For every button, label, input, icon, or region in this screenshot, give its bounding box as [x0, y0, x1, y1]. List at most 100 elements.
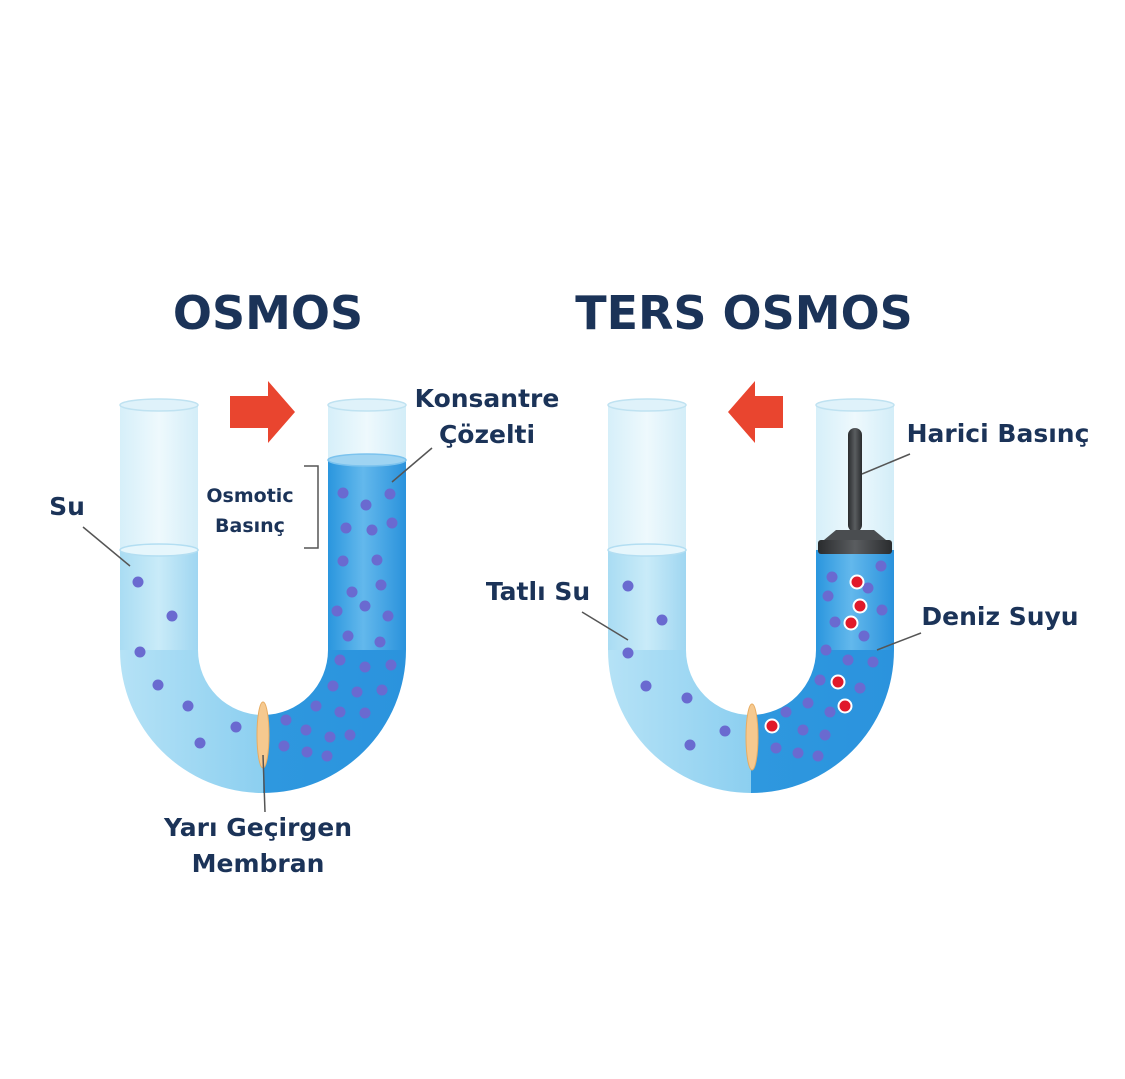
particle [344, 729, 356, 741]
membrane-label-line1: Yarı Geçirgen [163, 813, 352, 842]
left-arm-water [120, 550, 198, 650]
particle [622, 580, 634, 592]
arrow-right-icon [230, 381, 295, 443]
salt-particle [849, 574, 865, 590]
particle [719, 725, 731, 737]
harici-basinc-label: Harici Basınç [907, 419, 1090, 448]
cozelti-label: Çözelti [439, 420, 535, 449]
ters-osmos-title: TERS OSMOS [575, 286, 913, 340]
left-arm-water [608, 550, 686, 650]
particle [822, 590, 834, 602]
left-tube-rim [119, 398, 199, 412]
konsantre-leader [391, 447, 433, 483]
su-leader [82, 526, 131, 567]
particle [854, 682, 866, 694]
tatli-su-leader [581, 611, 629, 641]
salt-particle [764, 718, 780, 734]
particle [337, 555, 349, 567]
particle [366, 524, 378, 536]
left-water-surface [119, 543, 199, 557]
harici-leader [861, 453, 911, 475]
particle [824, 706, 836, 718]
particle [321, 750, 333, 762]
right-water-surface [327, 453, 407, 467]
particle [359, 707, 371, 719]
particle [374, 636, 386, 648]
salt-particle [852, 598, 868, 614]
su-label: Su [49, 492, 85, 521]
particle [334, 654, 346, 666]
particle [875, 560, 887, 572]
deniz-suyu-label: Deniz Suyu [921, 602, 1078, 631]
osmotic-pressure-bracket [304, 465, 319, 549]
particle [351, 686, 363, 698]
salt-particle [830, 674, 846, 690]
particle [876, 604, 888, 616]
piston-icon [818, 428, 892, 554]
particle [230, 721, 242, 733]
arrow-left-icon [728, 381, 783, 443]
reverse-osmosis-u-tube [607, 398, 895, 793]
particle [359, 661, 371, 673]
right-tube-rim [327, 398, 407, 412]
particle [166, 610, 178, 622]
particle [182, 700, 194, 712]
particle [385, 659, 397, 671]
particle [301, 746, 313, 758]
particle [382, 610, 394, 622]
particle [684, 739, 696, 751]
particle [802, 697, 814, 709]
osmosis-u-tube [119, 398, 407, 793]
membrane-label-line2: Membran [192, 849, 325, 878]
particle [331, 605, 343, 617]
particle [780, 706, 792, 718]
particle [371, 554, 383, 566]
left-tube-empty-top [608, 405, 686, 550]
particle [814, 674, 826, 686]
particle [334, 706, 346, 718]
konsantre-label: Konsantre [415, 384, 560, 413]
osmotic-label: Osmotic [206, 485, 293, 507]
basinc-label: Basınç [215, 515, 285, 537]
particle [829, 616, 841, 628]
particle [360, 499, 372, 511]
water-particles [132, 487, 398, 762]
particle [132, 576, 144, 588]
tatli-su-label: Tatlı Su [486, 577, 590, 606]
particle [842, 654, 854, 666]
particle [622, 647, 634, 659]
deniz-suyu-leader [876, 632, 922, 651]
particle [792, 747, 804, 759]
right-tube-rim [815, 398, 895, 412]
particle [858, 630, 870, 642]
particle [386, 517, 398, 529]
left-tube-empty-top [120, 405, 198, 550]
particle [194, 737, 206, 749]
particle [681, 692, 693, 704]
right-tube-empty-top [328, 405, 406, 460]
particle [300, 724, 312, 736]
particle [310, 700, 322, 712]
particle [337, 487, 349, 499]
left-water-surface [607, 543, 687, 557]
particle [152, 679, 164, 691]
right-arm-water [328, 460, 406, 650]
particle [862, 582, 874, 594]
particle [820, 644, 832, 656]
particle [376, 684, 388, 696]
particle [375, 579, 387, 591]
particle [359, 600, 371, 612]
particle [346, 586, 358, 598]
particle [327, 680, 339, 692]
salt-particle [837, 698, 853, 714]
particle [384, 488, 396, 500]
particle [280, 714, 292, 726]
particle [656, 614, 668, 626]
membrane [745, 703, 759, 771]
particle [340, 522, 352, 534]
particle [826, 571, 838, 583]
particle [797, 724, 809, 736]
particle [278, 740, 290, 752]
particle [812, 750, 824, 762]
